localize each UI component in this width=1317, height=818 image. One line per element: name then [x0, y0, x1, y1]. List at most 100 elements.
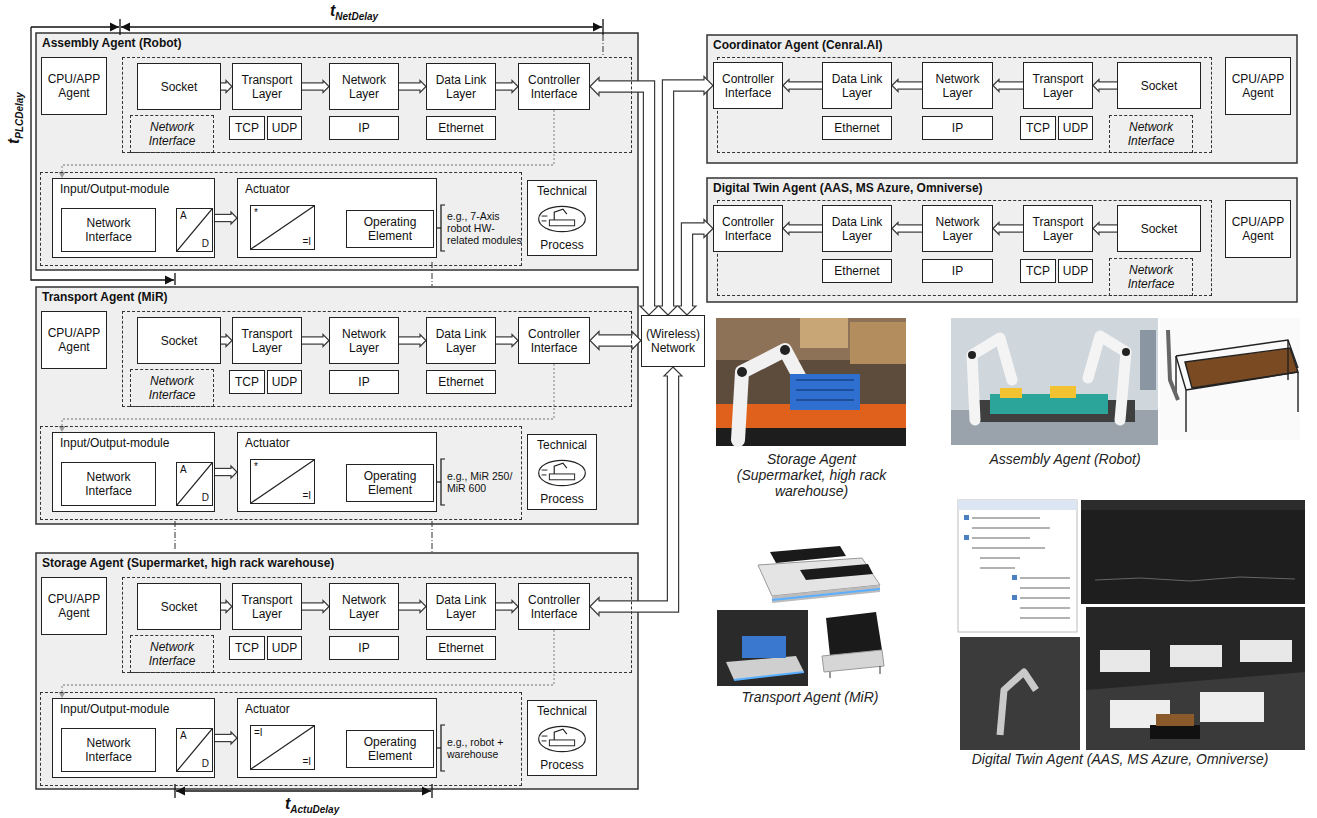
example-note: e.g., MiR 250/ MiR 600	[447, 470, 525, 494]
flow-arrow	[496, 335, 518, 347]
layer-box: Network Interface	[61, 462, 156, 506]
mir-render	[770, 546, 846, 563]
digital-twin-screens	[1000, 672, 1036, 735]
node-label: TCP	[1024, 264, 1052, 278]
flow-arrow	[993, 80, 1023, 92]
digital-twin-screens	[1081, 500, 1305, 510]
layer-box: Network Layer	[329, 63, 399, 110]
flow-arrow	[215, 212, 237, 224]
panel-title: Storage Agent (Supermarket, high rack wa…	[42, 556, 334, 570]
block-arrow	[1097, 83, 1117, 89]
layer-box: Socket	[1117, 62, 1201, 109]
bracket	[441, 205, 445, 251]
node-label: *	[254, 207, 258, 219]
block-arrow	[399, 338, 422, 344]
cad-drawing	[1297, 372, 1298, 412]
panel-background	[707, 178, 1297, 302]
mir-render	[826, 612, 882, 656]
layer-box: Controller Interface	[713, 205, 783, 252]
layer-box: Ethernet	[426, 116, 496, 140]
process-icon	[554, 463, 567, 474]
node-label: Ethernet	[826, 121, 888, 135]
process-icon	[539, 726, 586, 751]
node-label: Socket	[141, 80, 217, 94]
node-label: IP	[926, 264, 989, 278]
storage-photo	[850, 322, 906, 364]
block-arrow	[787, 83, 822, 89]
layer-box: CPU/APP Agent	[1225, 57, 1291, 115]
delay-arrow	[119, 19, 120, 35]
node-label: Network Layer	[926, 215, 989, 243]
agent-panel: Storage Agent (Supermarket, high rack wa…	[36, 553, 638, 789]
node-label: CPU/APP Agent	[1229, 72, 1287, 100]
image-caption: Digital Twin Agent (AAS, MS Azure, Omniv…	[972, 751, 1269, 767]
layer-box: IP	[922, 116, 993, 140]
module-box: Input/Output-moduleNetwork InterfaceAD	[52, 432, 215, 512]
assembly-photo	[1088, 336, 1126, 420]
block-arrow	[597, 374, 673, 606]
process-icon	[539, 206, 586, 231]
node-label: TCP	[233, 641, 261, 655]
module-title: Input/Output-module	[60, 182, 169, 196]
flow-arrow	[221, 601, 232, 613]
time-symbol: t	[285, 795, 290, 812]
layer-box: Data Link Layer	[426, 63, 496, 110]
converter-symbol	[251, 726, 314, 769]
storage-photo	[716, 318, 906, 446]
digital-twin-screens	[958, 500, 1077, 510]
timing-label: tActuDelay	[285, 795, 339, 818]
flow-arrow	[783, 80, 822, 92]
example-note: e.g., MiR 250/ MiR 600	[447, 470, 512, 494]
node-label: Socket	[141, 334, 217, 348]
flow-arrow	[399, 81, 426, 93]
assembly-photo	[1000, 388, 1022, 398]
layer-box: CPU/APP Agent	[1225, 200, 1291, 258]
block-arrow	[221, 338, 228, 344]
node-label: Network Interface	[134, 374, 210, 402]
panel-background	[36, 33, 638, 270]
node-label: Technical	[528, 438, 596, 452]
delay-arrow	[31, 26, 119, 27]
node-label: CPU/APP Agent	[45, 592, 103, 620]
technical-process: TechnicalProcess	[527, 180, 597, 256]
node-label: UDP	[271, 641, 298, 655]
node-label: Network Layer	[333, 593, 395, 621]
interface-box: Network Interface	[130, 635, 214, 673]
node-label: Socket	[141, 600, 217, 614]
node-label: UDP	[271, 375, 298, 389]
signal-line	[59, 364, 555, 432]
digital-twin-screens	[1095, 577, 1295, 581]
flow-arrow	[892, 223, 922, 235]
layer-box: Network Layer	[922, 62, 993, 109]
layer-box: Controller Interface	[713, 62, 783, 109]
node-label: Network Interface	[1113, 120, 1189, 148]
converter-box: *=I	[250, 459, 315, 504]
storage-photo	[790, 374, 860, 410]
node-label: =I	[302, 490, 311, 502]
flow-arrow	[215, 466, 237, 478]
layer-box: Transport Layer	[232, 63, 302, 110]
block-arrow	[896, 226, 922, 232]
block-arrow	[496, 604, 514, 610]
node-label: Network Interface	[65, 216, 152, 244]
digital-twin-screens	[972, 517, 1040, 519]
layer-box: TCP	[229, 636, 265, 660]
dotted-line	[62, 630, 554, 692]
layer-box: Operating Element	[346, 730, 434, 768]
bracket	[441, 725, 445, 771]
layer-box: Socket	[1117, 205, 1201, 252]
digital-twin-screens	[980, 567, 1015, 569]
flow-arrow	[302, 601, 329, 613]
technical-process: TechnicalProcess	[527, 700, 597, 776]
block-arrow	[1097, 226, 1117, 232]
assembly-photo	[1050, 386, 1076, 398]
process-icon	[549, 740, 574, 746]
mir-render	[734, 672, 804, 680]
panel-title: Coordinator Agent (Cenral.AI)	[713, 38, 883, 52]
digital-twin-screens	[980, 557, 1020, 559]
delay-arrow	[174, 784, 175, 798]
module-box: Input/Output-moduleNetwork InterfaceAD	[52, 698, 215, 778]
flow-arrow	[399, 601, 426, 613]
